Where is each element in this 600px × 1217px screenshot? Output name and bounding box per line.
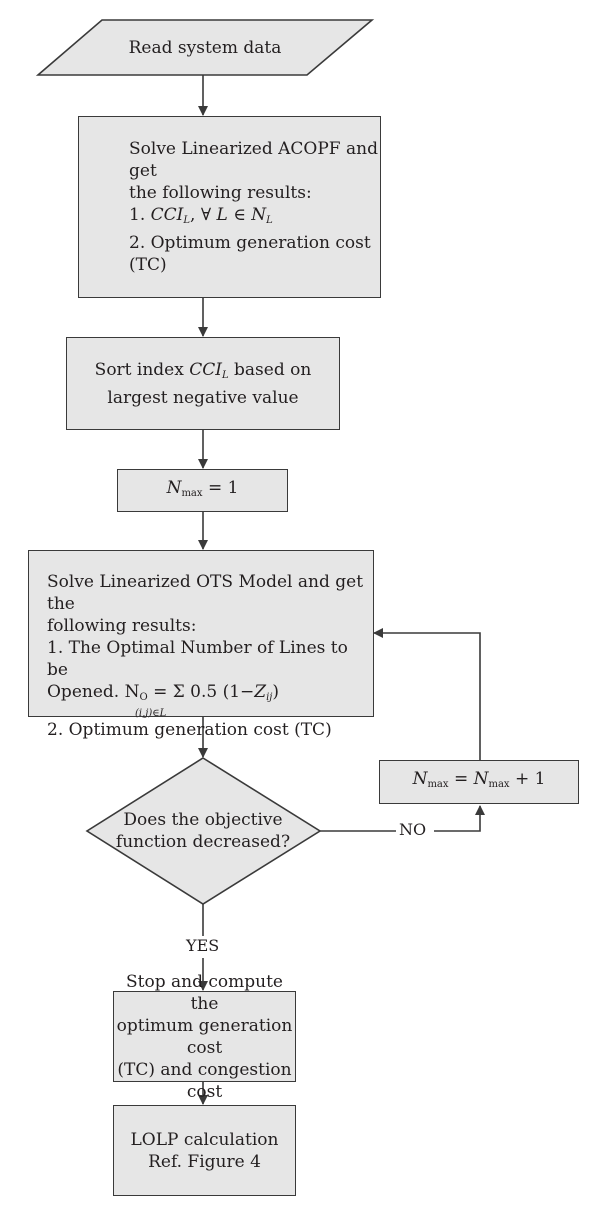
nmax-init-box: Nmax = 1	[117, 469, 288, 512]
sort-line1: Sort index CCIL based on	[94, 359, 312, 381]
ots-sum-range: (i,j)∈L	[135, 708, 167, 719]
nmax-init-label: Nmax = 1	[166, 477, 239, 499]
read-data-parallelogram	[35, 19, 375, 76]
ots-line5: 2. Optimum generation cost (TC)	[47, 720, 332, 740]
lolp-line2: Ref. Figure 4	[148, 1151, 261, 1172]
ots-line1: Solve Linearized OTS Model and get the	[47, 572, 364, 614]
arrow-no-branch	[320, 805, 485, 832]
ots-line4: Opened. NO = Σ 0.5 (1−Zij)	[47, 682, 280, 703]
lolp-box: LOLP calculation Ref. Figure 4	[113, 1105, 296, 1196]
nmax-increment-label: Nmax = Nmax + 1	[412, 769, 546, 790]
acopf-item1: 1. CCIL, ∀ L ∈ NL	[129, 205, 273, 226]
read-data-label: Read system data	[128, 37, 282, 58]
decision-line1: Does the objective	[123, 810, 283, 830]
acopf-line2: the following results:	[129, 183, 312, 203]
ots-line2: following results:	[47, 616, 197, 636]
sort-index-box: Sort index CCIL based on largest negativ…	[66, 337, 340, 430]
nmax-increment-box: Nmax = Nmax + 1	[379, 760, 579, 804]
sort-line2: largest negative value	[107, 387, 299, 408]
stop-line1: Stop and compute the	[126, 971, 283, 1014]
solve-acopf-box: Solve Linearized ACOPF and get the follo…	[78, 116, 381, 298]
decision-line2: function decreased?	[115, 832, 291, 852]
stop-line3: (TC) and congestion cost	[117, 1059, 292, 1102]
acopf-line1: Solve Linearized ACOPF and get	[129, 139, 378, 181]
read-data-node: Read system data	[38, 20, 372, 75]
solve-ots-box: Solve Linearized OTS Model and get the f…	[28, 550, 374, 740]
no-label: NO	[399, 820, 427, 839]
lolp-line1: LOLP calculation	[130, 1129, 279, 1150]
ots-line3: 1. The Optimal Number of Lines to be	[47, 638, 348, 680]
stop-compute-box: Stop and compute the optimum generation …	[113, 972, 296, 1102]
yes-label: YES	[186, 936, 220, 955]
decision-node: Does the objective function decreased?	[110, 805, 296, 857]
arrow-loop-back	[373, 628, 481, 760]
acopf-item2: 2. Optimum generation cost (TC)	[129, 233, 371, 275]
stop-line2: optimum generation cost	[116, 1015, 293, 1058]
